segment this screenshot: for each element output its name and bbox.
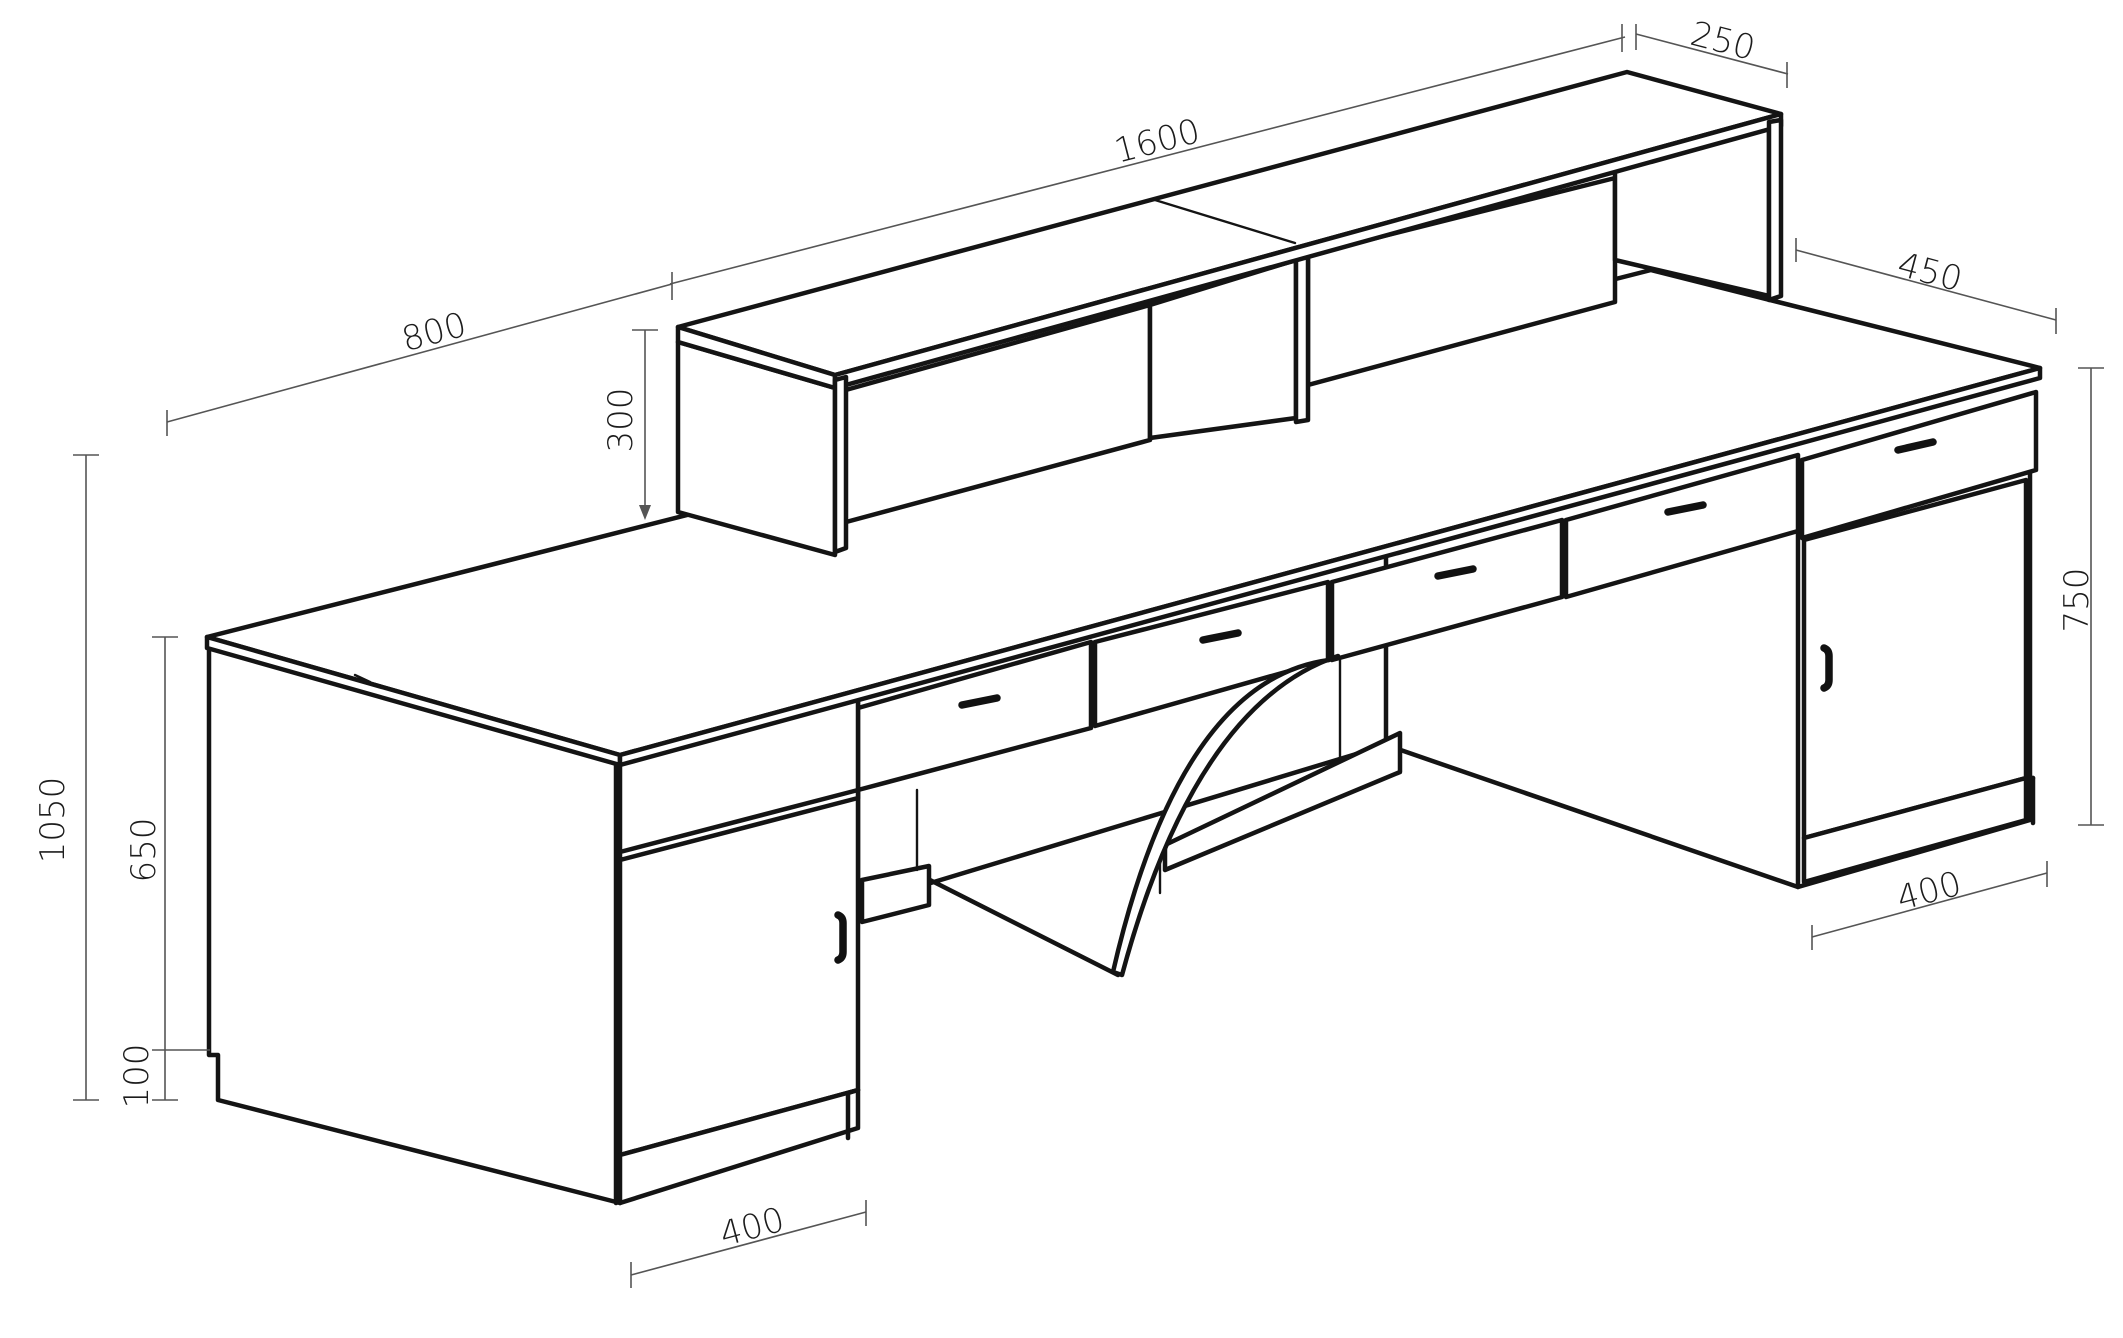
dim-label-1050: 1050 — [33, 777, 73, 864]
right-pedestal — [1795, 467, 2036, 890]
curved-support — [1110, 653, 1341, 978]
dim-label-300: 300 — [601, 388, 641, 453]
dim-label-400-right: 400 — [1893, 864, 1966, 919]
drawer-row — [619, 389, 2039, 855]
desk-top — [204, 267, 2043, 768]
drawer-handle-6 — [1894, 438, 1937, 454]
dim-label-100: 100 — [117, 1044, 157, 1109]
dim-label-250: 250 — [1686, 14, 1759, 69]
right-door-handle — [1820, 644, 1833, 692]
left-pedestal — [206, 643, 861, 1206]
dim-label-650: 650 — [124, 818, 164, 883]
dim-label-800: 800 — [398, 305, 471, 360]
dim-label-750: 750 — [2057, 568, 2097, 633]
drawer-handle-3 — [1199, 629, 1242, 644]
dim-label-400-left: 400 — [716, 1200, 789, 1255]
left-door-handle — [834, 911, 847, 964]
drawer-handle-2 — [958, 694, 1001, 709]
dim-label-1600: 1600 — [1110, 111, 1204, 171]
hutch — [675, 69, 1784, 558]
drawer-handle-4 — [1434, 565, 1477, 580]
dimension-lines — [73, 24, 2104, 1288]
drawer-handle-5 — [1664, 501, 1707, 516]
dim-label-450: 450 — [1893, 245, 1966, 300]
